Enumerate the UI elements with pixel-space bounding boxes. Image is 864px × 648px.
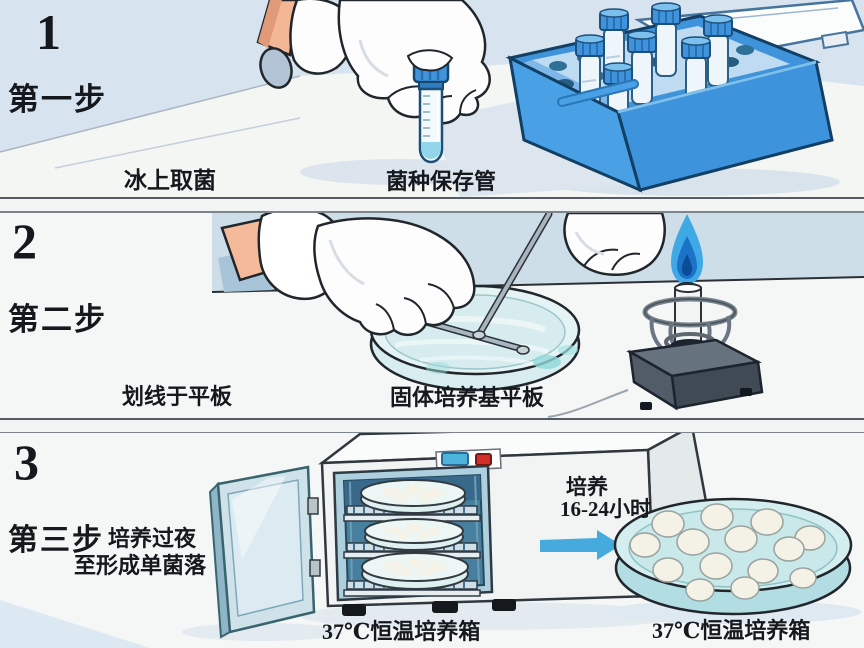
step2-caption-right: 固体培养基平板 — [390, 385, 545, 410]
inoculation-loop — [472, 213, 553, 340]
storage-tube — [627, 30, 657, 105]
incubator-illustration — [208, 433, 720, 639]
storage-tube — [703, 14, 733, 87]
shelf-petri-dish — [364, 518, 464, 551]
step2-caption-left: 划线于平板 — [122, 384, 233, 409]
incubation-arrow-label-line1: 培养 — [566, 475, 608, 499]
sample-tube-illustration — [406, 49, 454, 164]
step3-caption-right: 37℃恒温培养箱 — [652, 618, 811, 643]
incubator-door[interactable] — [208, 465, 321, 639]
incubation-arrow-label-line2: 16-24小时 — [560, 497, 651, 521]
step2-number: 2 — [12, 213, 37, 269]
arrow-right-icon — [540, 530, 621, 560]
temperature-display — [441, 452, 469, 466]
step3-caption-left: 37℃恒温培养箱 — [322, 619, 481, 644]
row-divider — [0, 211, 864, 213]
step1-title: 第一步 — [8, 82, 107, 117]
left-gloved-hand — [220, 213, 476, 337]
row-divider — [0, 197, 864, 199]
colony-plate-illustration — [613, 497, 853, 616]
step3-title: 第三步 — [8, 524, 104, 557]
flame-icon — [671, 214, 703, 284]
alcohol-burner-illustration — [547, 214, 764, 418]
door-hinge — [309, 559, 321, 577]
row-divider — [0, 418, 864, 420]
shelf-petri-dish — [361, 552, 469, 590]
step3-illustration — [0, 433, 864, 648]
storage-tubes — [575, 2, 733, 131]
step2-title: 第二步 — [8, 302, 107, 337]
step1-caption-right: 菌种保存管 — [386, 169, 497, 194]
door-hinge — [307, 497, 319, 515]
storage-tube — [651, 2, 681, 77]
step3-number: 3 — [14, 434, 39, 490]
step1-number: 1 — [36, 4, 61, 60]
power-button-icon[interactable] — [475, 453, 492, 466]
step2-illustration — [0, 213, 864, 418]
bacterial-colonies — [629, 503, 826, 602]
ice-box-illustration — [505, 2, 834, 193]
step3-note-line1: 培养过夜 — [108, 526, 197, 551]
step3-note-line2: 至形成单菌落 — [74, 553, 207, 578]
shelf-petri-dish — [360, 479, 466, 514]
step1-illustration — [0, 0, 864, 197]
right-gloved-hand — [563, 213, 666, 276]
step1-caption-left: 冰上取菌 — [124, 168, 216, 193]
storage-tube — [575, 34, 605, 107]
